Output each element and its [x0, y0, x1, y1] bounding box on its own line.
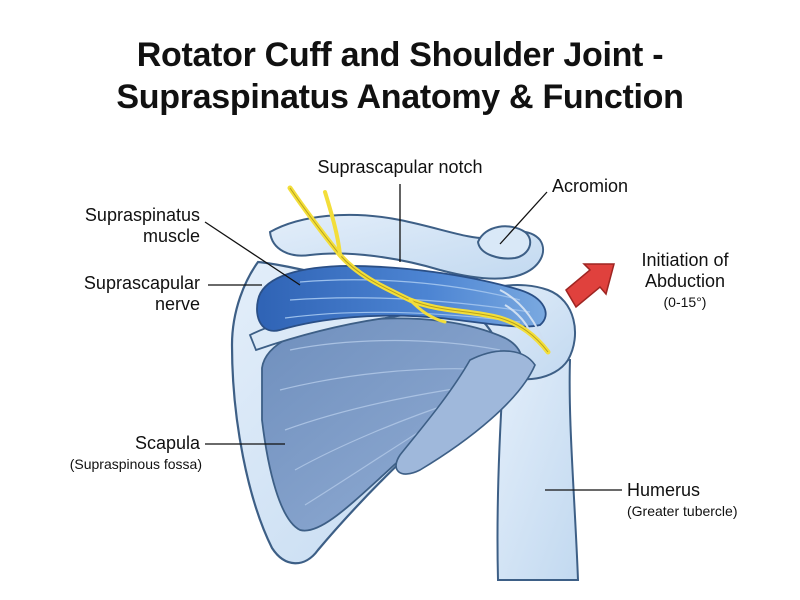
- teres-tendon: [395, 350, 536, 475]
- label-scapula: Scapula: [134, 433, 200, 453]
- label-humerus: Humerus: [627, 480, 701, 500]
- title-line-2: Supraspinatus Anatomy & Function: [116, 78, 684, 116]
- title-line-1: Rotator Cuff and Shoulder Joint -: [136, 36, 664, 74]
- label-humerus-sub: (Greater tubercle): [627, 503, 738, 519]
- leader-lines: [204, 184, 622, 491]
- abduction-arrow: [565, 263, 615, 309]
- label-abduction-1: Initiation of: [641, 250, 729, 270]
- humerus-shaft: [496, 348, 580, 581]
- label-suprascapular-notch: Suprascapular notch: [317, 157, 483, 177]
- label-abduction-2: Abduction: [644, 271, 726, 291]
- label-nerve-2: nerve: [154, 294, 200, 314]
- label-nerve-1: Suprascapular: [83, 273, 200, 293]
- label-scapula-sub: (Supraspinous fossa): [69, 456, 202, 472]
- label-supraspinatus-1: Supraspinatus: [84, 205, 200, 225]
- label-abduction-range: (0-15°): [663, 294, 707, 310]
- coracoid-process: [476, 225, 532, 260]
- page-title: Rotator Cuff and Shoulder Joint - Supras…: [0, 34, 800, 118]
- label-supraspinatus-2: muscle: [142, 226, 200, 246]
- label-acromion: Acromion: [552, 176, 629, 196]
